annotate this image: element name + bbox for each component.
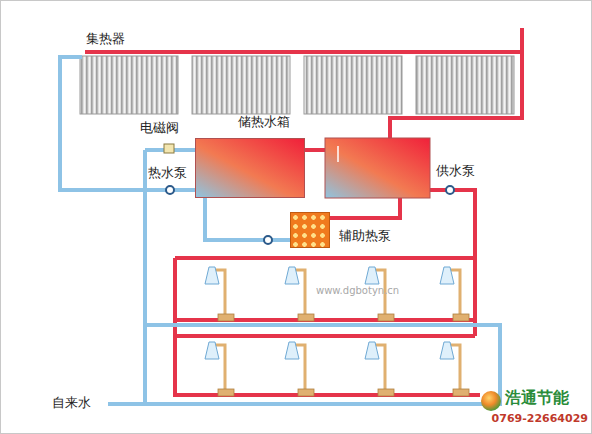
pump-label: 供水泵 xyxy=(436,164,475,179)
shower-head xyxy=(440,267,454,284)
node-label: 储热水箱 xyxy=(238,115,290,130)
collector-array: 集热器 xyxy=(78,55,516,115)
logo-mark xyxy=(481,391,501,411)
hot-pipes xyxy=(85,28,522,395)
watermark: www.dgbotyn.cn xyxy=(316,285,399,297)
node-label: 辅助热泵 xyxy=(339,229,391,244)
shower-head xyxy=(285,342,299,359)
storage-tank xyxy=(325,138,430,198)
collector-panels xyxy=(80,56,514,114)
pump-symbol xyxy=(446,186,454,194)
shower-head xyxy=(285,267,299,284)
shower-head xyxy=(440,342,454,359)
storage-tank: 储热水箱 xyxy=(195,138,305,198)
shower-head xyxy=(205,267,219,284)
thermometer xyxy=(337,146,339,162)
pump-symbol xyxy=(166,186,174,194)
mixing-valve xyxy=(218,389,234,396)
mixing-valve xyxy=(453,389,469,396)
mixing-valve xyxy=(378,314,394,321)
solenoid-valve xyxy=(164,144,174,153)
shower-units xyxy=(205,267,469,396)
mixing-valve xyxy=(218,314,234,321)
valve-label: 电磁阀 xyxy=(140,121,179,136)
pump-symbol xyxy=(264,236,272,244)
mixing-valve xyxy=(298,389,314,396)
shower-head xyxy=(205,342,219,359)
pump-label: 热水泵 xyxy=(148,166,187,181)
brand-name: 浩通节能 xyxy=(505,389,569,407)
pipe-connector xyxy=(205,198,290,240)
shower-head xyxy=(365,342,379,359)
heat-pump-box: 辅助热泵 xyxy=(290,212,330,248)
phone-number: 0769-22664029 xyxy=(492,413,588,426)
node-label: 集热器 xyxy=(86,32,125,47)
mixing-valve xyxy=(453,314,469,321)
mixing-valve xyxy=(378,389,394,396)
pipe-connector xyxy=(60,57,195,190)
inlet-label: 自来水 xyxy=(52,396,91,411)
shower-head xyxy=(365,267,379,284)
mixing-valve xyxy=(298,314,314,321)
